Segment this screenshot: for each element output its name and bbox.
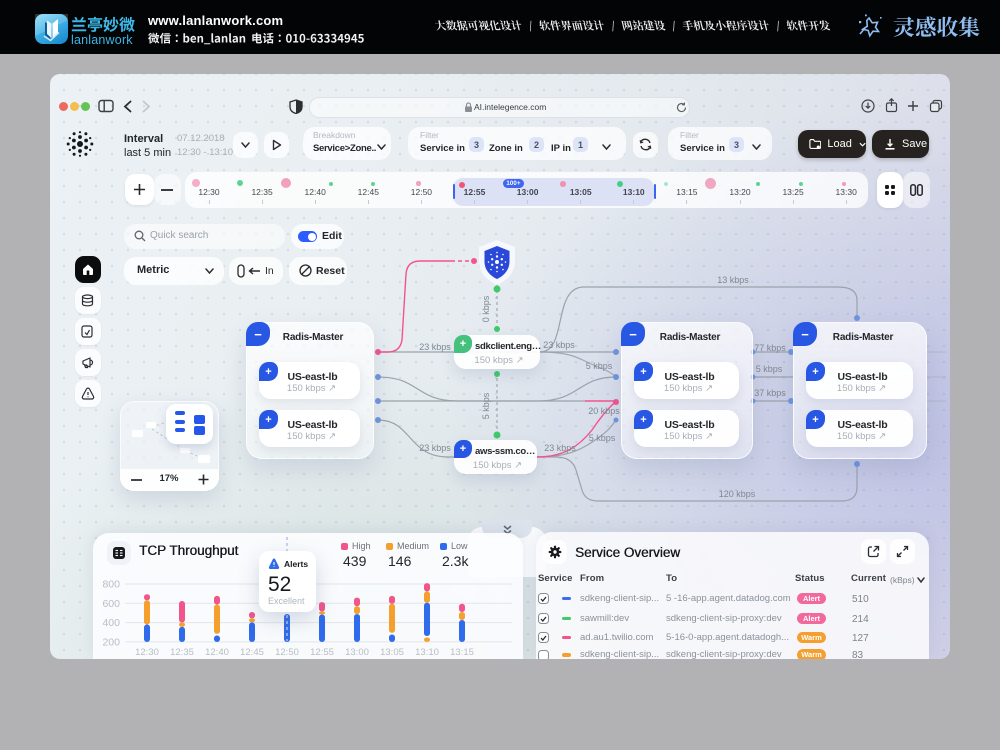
- svg-text:23 kbps: 23 kbps: [544, 443, 576, 453]
- svg-text:12:45: 12:45: [240, 647, 264, 658]
- svg-text:12:50: 12:50: [275, 647, 299, 658]
- svg-text:12:40: 12:40: [205, 647, 229, 658]
- svg-text:120 kbps: 120 kbps: [719, 489, 756, 499]
- svg-text:600: 600: [102, 598, 120, 610]
- svg-text:13:15: 13:15: [450, 647, 474, 658]
- svg-text:37 kbps: 37 kbps: [754, 388, 786, 398]
- svg-text:12:55: 12:55: [310, 647, 334, 658]
- svg-text:77 kbps: 77 kbps: [754, 343, 786, 353]
- svg-text:20 kbps: 20 kbps: [588, 406, 620, 416]
- svg-text:5 kbps: 5 kbps: [481, 392, 491, 419]
- svg-text:13 kbps: 13 kbps: [717, 275, 749, 285]
- svg-text:13:10: 13:10: [415, 647, 439, 658]
- svg-text:5 kbps: 5 kbps: [586, 361, 613, 371]
- svg-text:5 kbps: 5 kbps: [756, 364, 783, 374]
- svg-text:23 kbps: 23 kbps: [419, 443, 451, 453]
- svg-text:400: 400: [102, 617, 120, 629]
- svg-text:800: 800: [102, 579, 120, 591]
- svg-text:12:30: 12:30: [135, 647, 159, 658]
- svg-text:23 kbps: 23 kbps: [543, 340, 575, 350]
- svg-text:13:05: 13:05: [380, 647, 404, 658]
- svg-text:200: 200: [102, 636, 120, 648]
- svg-text:13:00: 13:00: [345, 647, 369, 658]
- svg-text:0 kbps: 0 kbps: [481, 295, 491, 322]
- svg-text:23 kbps: 23 kbps: [419, 342, 451, 352]
- svg-text:5 kbps: 5 kbps: [589, 433, 616, 443]
- svg-text:12:35: 12:35: [170, 647, 194, 658]
